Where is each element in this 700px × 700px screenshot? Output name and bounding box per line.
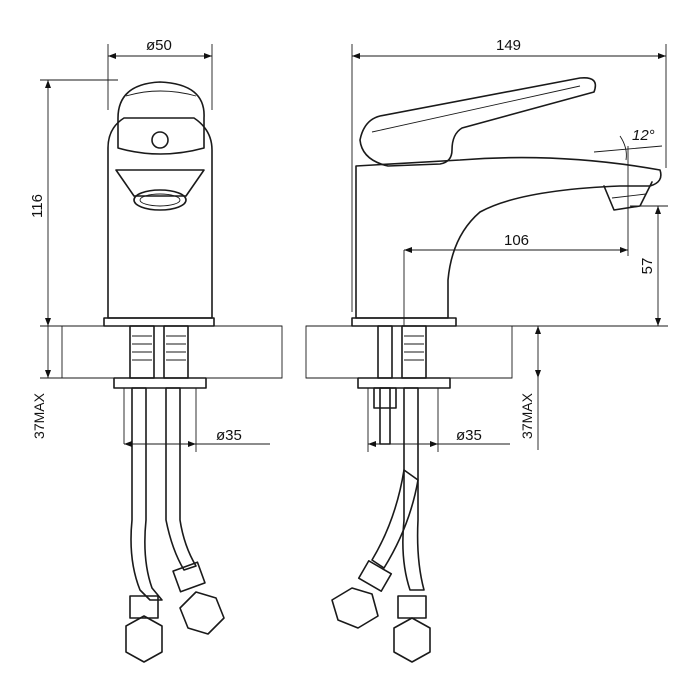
handle-front — [117, 81, 205, 155]
dim-label-angle: 12° — [632, 127, 655, 144]
mounting-plate-left — [113, 377, 207, 389]
dim-label-max-thickness-left: 37MAX — [31, 392, 47, 439]
dim-label-hole-diameter-right: ø35 — [456, 427, 482, 444]
front-view — [61, 81, 283, 663]
aerator-front — [133, 189, 187, 211]
hose-nut-right-2 — [331, 587, 379, 629]
dim-label-hole-diameter-left: ø35 — [216, 427, 242, 444]
dim-label-length: 149 — [496, 37, 521, 54]
hose-nut-right-1 — [393, 617, 431, 663]
side-view — [305, 76, 662, 663]
dim-label-diameter-top: ø50 — [146, 37, 172, 54]
hose-right-2 — [371, 469, 419, 569]
hose-left-1 — [130, 387, 163, 601]
mounting-plate-right — [357, 377, 451, 389]
hose-nut-left-2 — [179, 591, 225, 635]
dim-label-max-thickness-right: 37MAX — [519, 392, 535, 439]
dim-label-reach: 106 — [504, 232, 529, 249]
hose-left-2 — [165, 387, 197, 571]
dim-label-spout-height: 57 — [639, 258, 656, 275]
faucet-body-front — [107, 117, 213, 319]
hose-right-1 — [402, 387, 425, 591]
hose-nut-left-1 — [125, 615, 163, 663]
aerator-housing-front — [115, 169, 205, 197]
dim-label-height: 116 — [29, 194, 46, 218]
dimension-lines — [40, 44, 668, 452]
handle-hole-front — [151, 131, 169, 149]
threaded-rod — [379, 387, 391, 445]
handle-lever-side — [359, 76, 597, 167]
